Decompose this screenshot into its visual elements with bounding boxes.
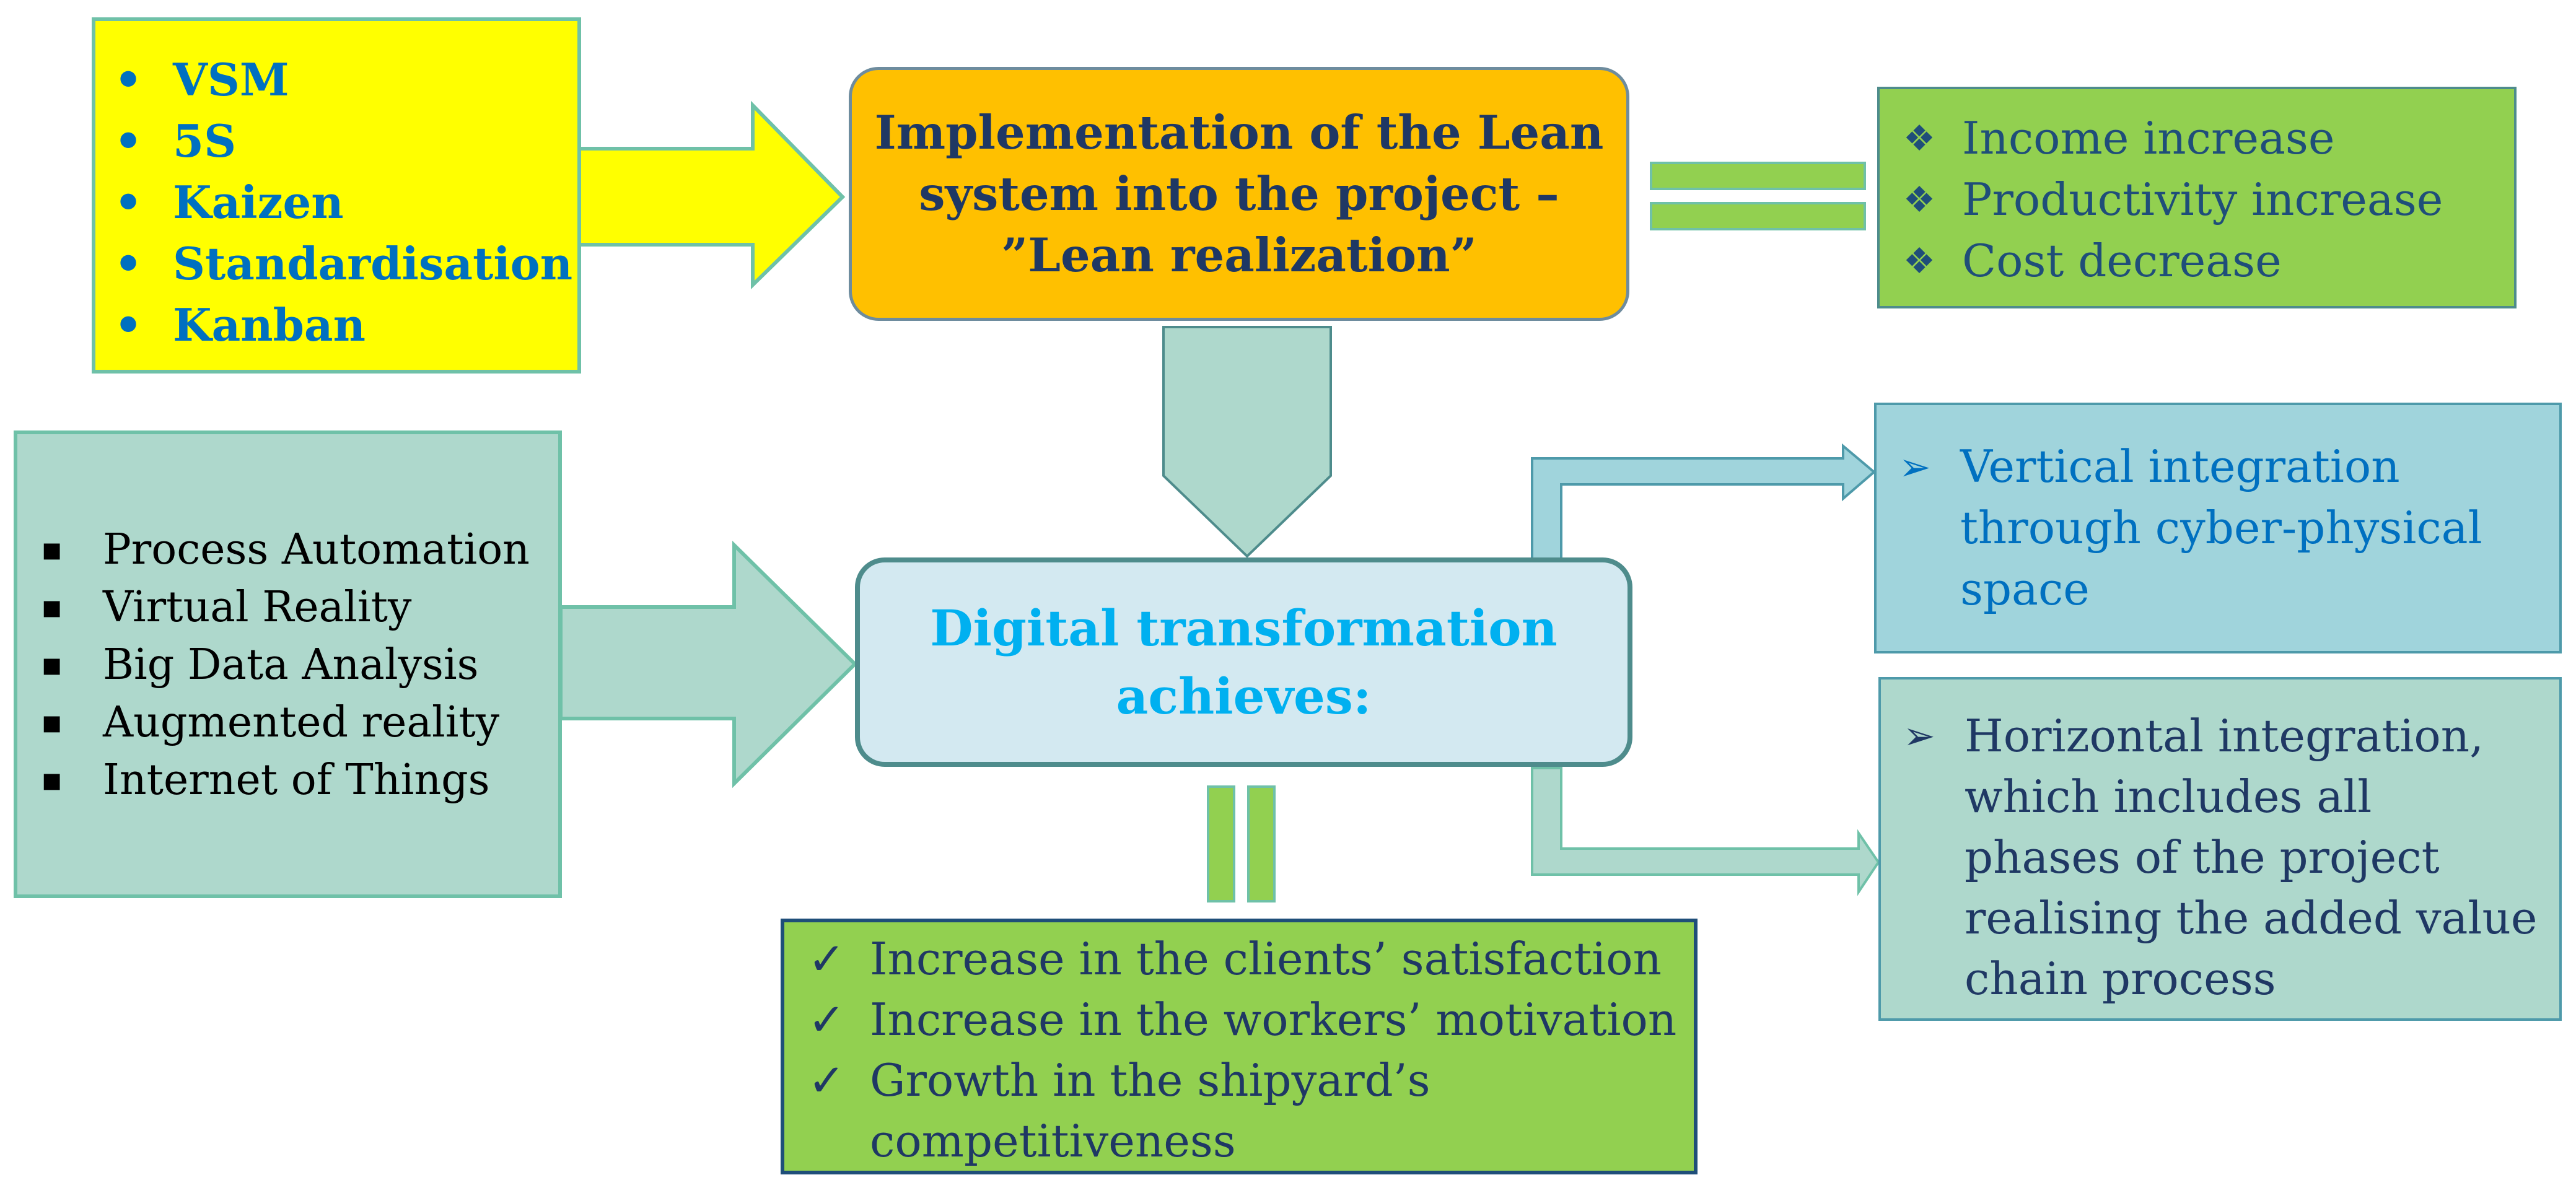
lean-implementation-line-2: system into the project –	[919, 166, 1559, 221]
digital-tools-box: ▪ Process Automation ▪ Virtual Reality ▪ Big …	[14, 430, 562, 898]
horizontal-integration-line-5: chain process	[1965, 953, 2276, 1005]
list-item-label: Income increase	[1962, 112, 2335, 164]
bullet-dot-icon: •	[114, 176, 143, 229]
bullet-dot-icon: •	[114, 237, 143, 290]
lean-implementation-box: Implementation of the Lean system into t…	[849, 67, 1629, 321]
list-item-label: Internet of Things	[103, 756, 490, 805]
vertical-integration-text: Vertical integration through cyber-physi…	[1960, 436, 2482, 620]
lean-benefits-list: ❖ Income increase ❖ Productivity increase ❖ C…	[1903, 108, 2443, 292]
list-item-label: Cost decrease	[1962, 235, 2282, 287]
bullet-dot-icon: •	[114, 299, 143, 351]
list-item: ▪ Internet of Things	[41, 751, 530, 809]
list-item: • Standardisation	[114, 233, 572, 294]
list-item-line: Increase in the clients’ satisfaction	[870, 933, 1662, 985]
diamond-bullet-icon: ❖	[1903, 240, 1935, 282]
outcomes-box: ✓ Increase in the clients’ satisfaction ✓ I…	[781, 919, 1698, 1174]
list-item: ▪ Virtual Reality	[41, 579, 530, 636]
list-item: ▪ Process Automation	[41, 521, 530, 579]
list-item-label: Process Automation	[103, 525, 530, 574]
horizontal-integration-text: Horizontal integration, which includes a…	[1965, 706, 2537, 1009]
list-item-label: Kanban	[173, 299, 366, 351]
arrow-digital-to-vertical	[1531, 443, 1877, 562]
outcomes-list: ✓ Increase in the clients’ satisfaction ✓ I…	[808, 929, 1676, 1171]
equals-bar-bottom	[1650, 202, 1866, 230]
list-item-label: Standardisation	[173, 237, 573, 290]
arrow-tools-to-digital	[559, 540, 858, 789]
list-item-label: Virtual Reality	[103, 583, 412, 632]
horizontal-integration-line-1: Horizontal integration,	[1965, 710, 2484, 762]
list-item-label: VSM	[173, 53, 289, 106]
list-item-label: 5S	[173, 115, 237, 167]
list-item: • VSM	[114, 49, 572, 110]
digital-tools-list: ▪ Process Automation ▪ Virtual Reality ▪ Big …	[41, 521, 530, 809]
list-item: • 5S	[114, 110, 572, 172]
list-item-line: Growth in the shipyard’s	[870, 1054, 1430, 1106]
lean-tools-box: • VSM • 5S • Kaizen • Standardisation • Kanban	[92, 17, 581, 374]
horizontal-integration-bullet-icon: ➢	[1903, 713, 1935, 758]
list-item: ✓ Growth in the shipyard’s competitiveness	[808, 1050, 1676, 1171]
square-bullet-icon: ▪	[41, 588, 63, 626]
diamond-bullet-icon: ❖	[1903, 117, 1935, 159]
digital-transformation-line-1: Digital transformation	[930, 599, 1557, 657]
equals-bar-left	[1207, 785, 1235, 902]
digital-transformation-box: Digital transformation achieves:	[855, 557, 1632, 767]
digital-transformation-line-2: achieves:	[1116, 667, 1372, 725]
list-item-label: Productivity increase	[1962, 173, 2443, 225]
square-bullet-icon: ▪	[41, 761, 63, 798]
lean-tools-list: • VSM • 5S • Kaizen • Standardisation • Kanban	[114, 49, 572, 356]
horizontal-integration-line-2: which includes all	[1965, 771, 2372, 823]
horizontal-integration-line-4: realising the added value	[1965, 892, 2538, 944]
checkmark-icon: ✓	[808, 933, 846, 985]
list-item-label: Augmented reality	[103, 698, 500, 747]
list-item: ❖ Productivity increase	[1903, 169, 2443, 230]
vertical-integration-line-3: space	[1960, 563, 2090, 615]
equals-bar-top	[1650, 162, 1866, 190]
vertical-integration-bullet-icon: ➢	[1899, 444, 1931, 489]
list-item-label: Kaizen	[173, 176, 344, 229]
diamond-bullet-icon: ❖	[1903, 178, 1935, 221]
list-item: ❖ Cost decrease	[1903, 230, 2443, 292]
arrow-lean-to-digital	[1162, 326, 1332, 558]
lean-implementation-line-3: ”Lean realization”	[1001, 227, 1477, 282]
arrow-tools-to-lean	[577, 100, 846, 290]
square-bullet-icon: ▪	[41, 531, 63, 568]
list-item: ✓ Increase in the clients’ satisfaction	[808, 929, 1676, 989]
vertical-integration-line-2: through cyber-physical	[1960, 502, 2482, 554]
horizontal-integration-box: ➢ Horizontal integration, which includes…	[1878, 677, 2562, 1021]
list-item: ✓ Increase in the workers’ motivation	[808, 989, 1676, 1050]
checkmark-icon: ✓	[808, 1054, 846, 1106]
equals-bar-right	[1247, 785, 1276, 902]
list-item: ▪ Augmented reality	[41, 694, 530, 751]
lean-benefits-box: ❖ Income increase ❖ Productivity increase ❖ C…	[1877, 87, 2517, 308]
lean-implementation-line-1: Implementation of the Lean	[874, 105, 1604, 160]
list-item: • Kanban	[114, 294, 572, 356]
vertical-integration-box: ➢ Vertical integration through cyber-phy…	[1874, 403, 2562, 653]
list-item-label: Big Data Analysis	[103, 640, 479, 689]
checkmark-icon: ✓	[808, 994, 846, 1046]
list-item-line: Increase in the workers’ motivation	[870, 994, 1677, 1046]
vertical-integration-line-1: Vertical integration	[1960, 440, 2400, 492]
square-bullet-icon: ▪	[41, 646, 63, 683]
list-item: ❖ Income increase	[1903, 108, 2443, 169]
list-item: ▪ Big Data Analysis	[41, 636, 530, 694]
horizontal-integration-line-3: phases of the project	[1965, 831, 2440, 883]
arrow-digital-to-horizontal	[1531, 767, 1880, 896]
list-item-line: competitiveness	[870, 1115, 1236, 1167]
bullet-dot-icon: •	[114, 115, 143, 167]
list-item: • Kaizen	[114, 172, 572, 233]
bullet-dot-icon: •	[114, 53, 143, 106]
square-bullet-icon: ▪	[41, 704, 63, 741]
